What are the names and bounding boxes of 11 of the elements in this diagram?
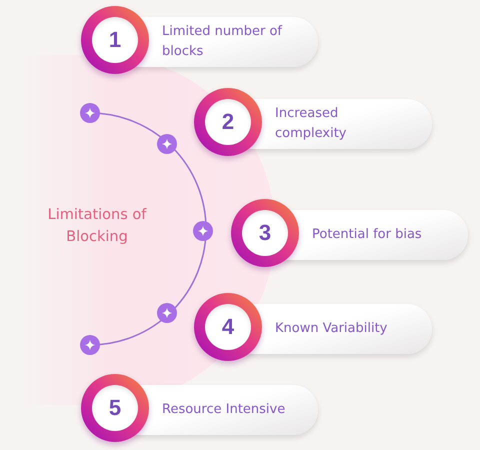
item-label: Resource Intensive (162, 401, 286, 419)
topic-title: Limitations of Blocking (46, 206, 148, 247)
item-label: Potential for bias (312, 226, 423, 244)
step-number-ring: 2 (194, 88, 262, 156)
step-number-ring: 3 (231, 199, 299, 267)
item-label: Known Variability (275, 320, 388, 338)
step-number-ring: 1 (81, 6, 149, 74)
item-label: Limited number of blocks (162, 23, 284, 61)
step-number-ring: 4 (194, 293, 262, 361)
step-number-ring: 5 (81, 374, 149, 442)
item-label: Increased complexity (275, 105, 348, 143)
